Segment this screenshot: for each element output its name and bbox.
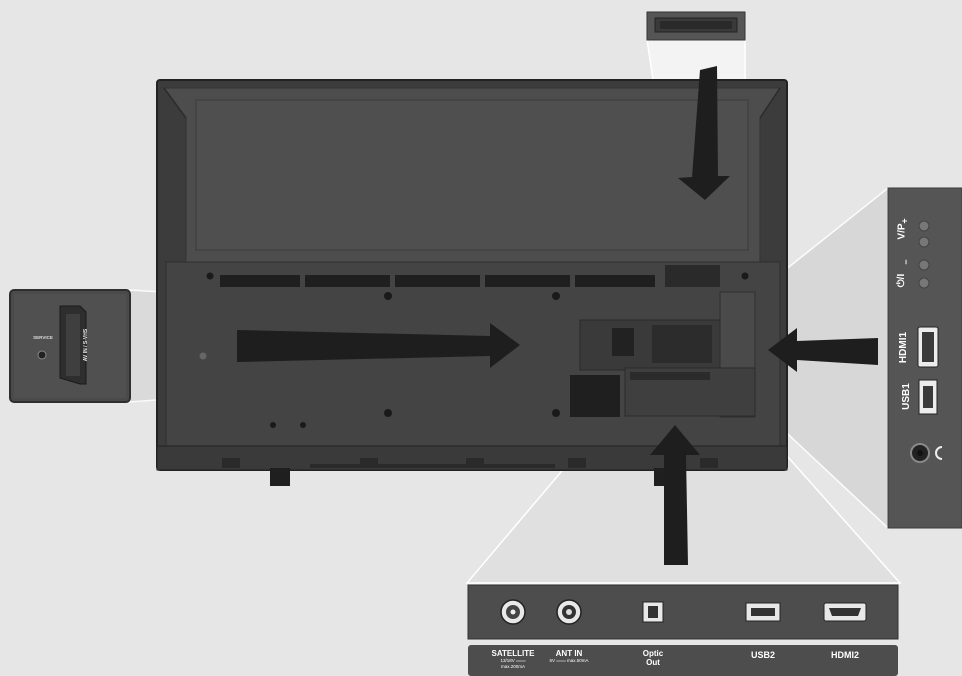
arrow-up-icon <box>650 425 700 565</box>
arrow-down-icon <box>678 66 730 200</box>
port-sub-satellite-1: 13/18V ═══ <box>500 658 526 663</box>
bottom-connector-panel <box>467 584 899 676</box>
side-panel <box>887 187 962 529</box>
side-label-usb1: USB1 <box>900 383 912 410</box>
side-label-power: ⏻/I <box>896 273 908 288</box>
scart-panel <box>9 289 131 403</box>
port-label-satellite: SATELLITE <box>491 649 535 658</box>
port-sub-optic: Out <box>646 658 660 667</box>
side-label-hdmi1: HDMI1 <box>898 331 910 364</box>
side-label-minus: – <box>900 259 911 265</box>
top-slot-callout <box>646 11 746 41</box>
arrow-left-icon <box>768 328 878 372</box>
arrow-right-icon <box>237 323 520 368</box>
port-sub-ant-in: 5V ═══ max.50mA <box>549 658 589 663</box>
scart-label: AV IN / S-VHS <box>83 328 90 362</box>
port-sub-satellite-2: max.200mA <box>500 664 525 669</box>
vent-grille <box>220 265 720 287</box>
port-label-usb2: USB2 <box>750 650 775 660</box>
service-port-icon <box>37 350 47 360</box>
tv-back <box>156 79 788 486</box>
port-label-ant-in: ANT IN <box>555 649 583 658</box>
service-label: SERVICE <box>33 335 53 340</box>
headphone-icon <box>935 446 943 460</box>
side-label-vp: V/P <box>896 223 908 240</box>
control-buttons <box>918 220 930 289</box>
port-label-hdmi2: HDMI2 <box>830 650 859 660</box>
port-label-optic: Optic <box>642 649 664 658</box>
